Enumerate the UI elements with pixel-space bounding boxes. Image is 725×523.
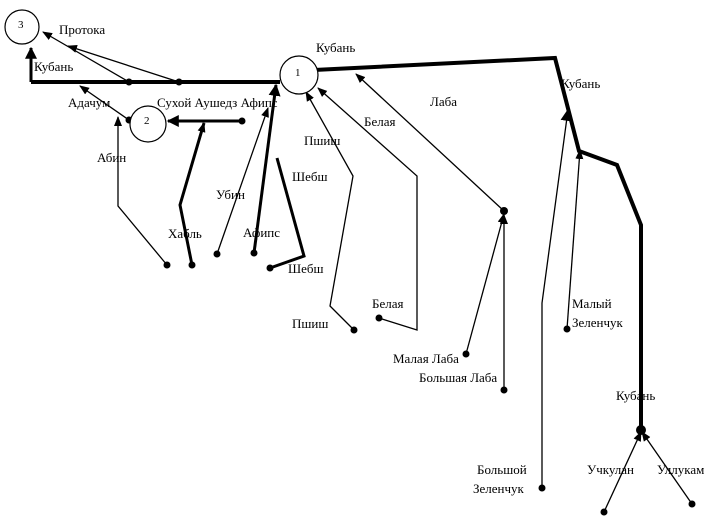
kuban-double-line-mark: [578, 149, 618, 167]
belaya-river: [317, 87, 418, 331]
ubin-river: [216, 107, 269, 255]
label-laba: Лаба: [430, 94, 457, 109]
label-ubin: Убин: [216, 187, 245, 202]
label-protoka: Протока: [59, 22, 105, 37]
label-bolshoy-zelenchuk-line2: Зеленчук: [473, 481, 525, 496]
label-adachum: Адачум: [68, 95, 110, 110]
node-3-circle: [4, 9, 40, 45]
label-pshish-upper: Пшиш: [304, 133, 340, 148]
label-belaya-lower: Белая: [372, 296, 403, 311]
pshish-river: [305, 91, 355, 331]
label-ullukam: Уллукам: [657, 462, 704, 477]
junction-dot: [175, 78, 183, 86]
abin-river: [114, 116, 168, 266]
node-3-label: 3: [18, 19, 24, 31]
label-bolshaya-laba: Большая Лаба: [419, 370, 497, 385]
khabl-source-dot: [188, 261, 196, 269]
afips-source-dot: [250, 249, 258, 257]
bolshoy-zelenchuk-river: [541, 108, 573, 488]
node-2: 2: [129, 105, 167, 143]
protoka-branch-a: [42, 31, 130, 83]
laba-junction-dot: [500, 207, 508, 215]
malaya-laba-source-dot: [462, 350, 470, 358]
shebsh-source-dot: [266, 264, 274, 272]
afips-river: [252, 83, 281, 254]
label-belaya-upper: Белая: [364, 114, 395, 129]
label-kuban-node3: Кубань: [34, 59, 73, 74]
label-kuban-lower: Кубань: [616, 388, 655, 403]
label-khabl: Хабль: [168, 226, 202, 241]
uchkulan-source-dot: [600, 508, 608, 516]
label-shebsh-lower: Шебш: [288, 261, 324, 276]
maly-zelenchuk-source-dot: [563, 325, 571, 333]
uchkulan-river: [603, 431, 642, 513]
node-1-label: 1: [295, 67, 301, 79]
ullukam-source-dot: [688, 500, 696, 508]
khabl-river: [178, 122, 206, 266]
label-bolshoy-zelenchuk-line1: Большой: [477, 462, 527, 477]
node-2-label: 2: [144, 115, 150, 127]
bolshoy-zelenchuk-source-dot: [538, 484, 546, 492]
label-kuban-right: Кубань: [561, 76, 600, 91]
label-abin: Абин: [97, 150, 126, 165]
abin-source-dot: [163, 261, 171, 269]
bolshaya-laba-source-dot: [500, 386, 508, 394]
maly-zelenchuk-river: [566, 149, 584, 330]
node-2-circle: [129, 105, 167, 143]
protoka-branch-b: [67, 44, 180, 83]
laba-river: [355, 73, 505, 212]
label-maly-zelenchuk-line2: Зеленчук: [572, 315, 624, 330]
label-pshish-lower: Пшиш: [292, 316, 328, 331]
label-uchkulan: Учкулан: [587, 462, 634, 477]
label-kuban-top: Кубань: [316, 40, 355, 55]
adachum-flow: [79, 85, 130, 121]
pshish-source-dot: [350, 326, 358, 334]
label-afips: Афипс: [243, 225, 280, 240]
ubin-source-dot: [213, 250, 221, 258]
shebsh-river: [269, 157, 306, 270]
node-1-circle: [279, 55, 319, 95]
label-malaya-laba: Малая Лаба: [393, 351, 459, 366]
node-3: 3: [4, 9, 40, 45]
aushedz-dot: [238, 117, 246, 125]
ullukam-river: [641, 431, 693, 505]
malaya-laba-river: [465, 213, 506, 355]
kuban-source-junction-dot: [636, 425, 646, 435]
label-shebsh-upper: Шебш: [292, 169, 328, 184]
label-sukhoy-aushedz-afips: Сухой Аушедз Афипс: [157, 95, 278, 110]
node-1: 1: [279, 55, 319, 95]
label-maly-zelenchuk-line1: Малый: [572, 296, 612, 311]
junction-dot: [125, 78, 133, 86]
belaya-source-dot: [375, 314, 383, 322]
